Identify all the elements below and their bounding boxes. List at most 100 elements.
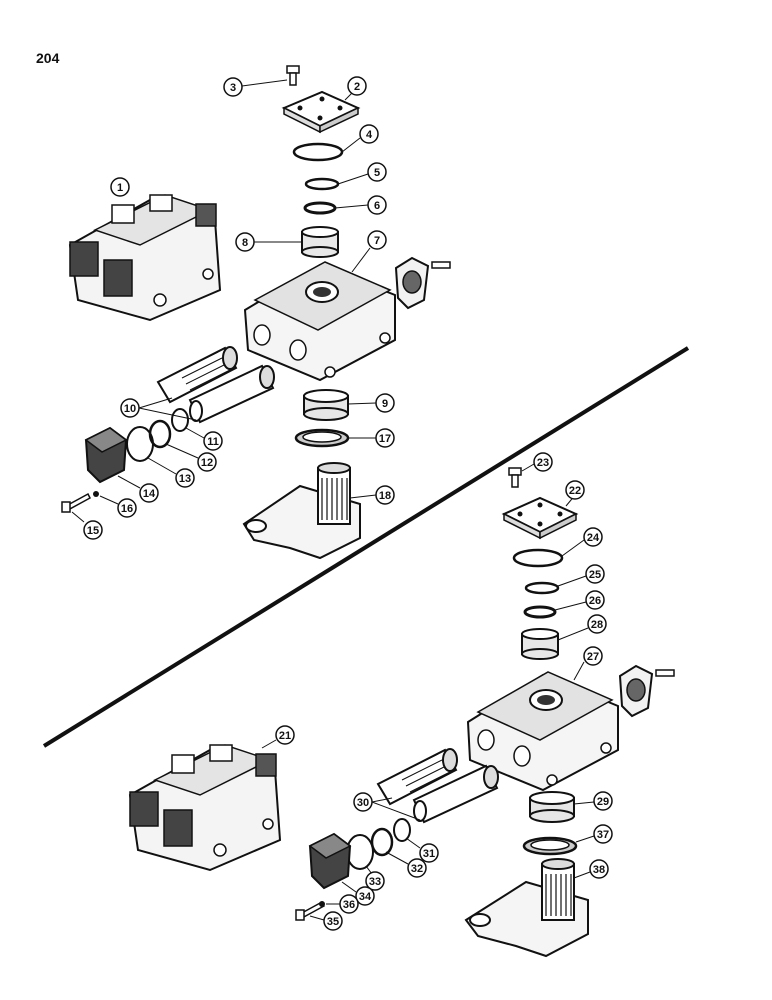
callout-34: 34 xyxy=(355,886,375,906)
spool-30-a xyxy=(376,748,458,806)
screw-15 xyxy=(61,492,91,513)
svg-text:1: 1 xyxy=(117,182,123,194)
cover-plate-22 xyxy=(501,496,579,540)
callout-1: 1 xyxy=(110,177,130,197)
svg-text:24: 24 xyxy=(587,532,600,544)
svg-text:30: 30 xyxy=(357,797,369,809)
valve-body-assembly-1 xyxy=(68,194,222,322)
svg-text:3: 3 xyxy=(230,82,236,94)
o-ring-13 xyxy=(126,426,154,462)
o-ring-11 xyxy=(171,408,189,432)
svg-text:4: 4 xyxy=(366,129,373,141)
end-cover-lower xyxy=(618,664,675,718)
callout-2: 2 xyxy=(347,76,367,96)
callout-9: 9 xyxy=(375,393,395,413)
callout-24: 24 xyxy=(583,527,603,547)
callout-35: 35 xyxy=(323,911,343,931)
svg-text:12: 12 xyxy=(201,457,213,469)
o-ring-4 xyxy=(292,142,344,162)
housing-27 xyxy=(466,671,619,792)
o-ring-33 xyxy=(346,834,374,870)
bushing-8 xyxy=(301,226,339,258)
callout-25: 25 xyxy=(585,564,605,584)
svg-text:8: 8 xyxy=(242,237,248,249)
callout-33: 33 xyxy=(365,871,385,891)
svg-text:21: 21 xyxy=(279,730,291,742)
callout-10: 10 xyxy=(120,398,140,418)
callout-7: 7 xyxy=(367,230,387,250)
callout-28: 28 xyxy=(587,614,607,634)
svg-text:18: 18 xyxy=(379,490,391,502)
svg-text:11: 11 xyxy=(207,436,219,448)
svg-text:26: 26 xyxy=(589,595,601,607)
svg-text:9: 9 xyxy=(382,398,388,410)
svg-text:13: 13 xyxy=(179,473,191,485)
callout-30: 30 xyxy=(353,792,373,812)
lock-washer-36 xyxy=(319,901,325,907)
callout-36: 36 xyxy=(339,894,359,914)
cap-screw-3 xyxy=(286,65,300,86)
callout-15: 15 xyxy=(83,520,103,540)
callout-11: 11 xyxy=(203,431,223,451)
callout-37: 37 xyxy=(593,824,613,844)
callout-18: 18 xyxy=(375,485,395,505)
svg-text:14: 14 xyxy=(143,488,156,500)
spool-10-a xyxy=(156,346,238,404)
svg-text:27: 27 xyxy=(587,651,599,663)
callout-13: 13 xyxy=(175,468,195,488)
svg-text:22: 22 xyxy=(569,485,581,497)
callout-5: 5 xyxy=(367,162,387,182)
ring-26 xyxy=(523,605,557,619)
svg-text:36: 36 xyxy=(343,899,355,911)
steering-arm-18 xyxy=(242,462,361,560)
svg-text:2: 2 xyxy=(354,81,360,93)
svg-text:34: 34 xyxy=(359,891,372,903)
callout-3: 3 xyxy=(223,77,243,97)
svg-text:7: 7 xyxy=(374,235,380,247)
svg-text:29: 29 xyxy=(597,796,609,808)
o-ring-31 xyxy=(393,818,411,842)
o-ring-32 xyxy=(370,827,394,857)
seal-37 xyxy=(522,836,578,856)
callout-12: 12 xyxy=(197,452,217,472)
ring-25 xyxy=(524,581,560,595)
callout-29: 29 xyxy=(593,791,613,811)
valve-body-assembly-21 xyxy=(128,744,282,872)
svg-text:37: 37 xyxy=(597,829,609,841)
cap-screw-23 xyxy=(508,467,522,488)
callout-17: 17 xyxy=(375,428,395,448)
svg-text:15: 15 xyxy=(87,525,99,537)
callout-38: 38 xyxy=(589,859,609,879)
bushing-28 xyxy=(521,628,559,660)
callout-31: 31 xyxy=(419,843,439,863)
callout-23: 23 xyxy=(533,452,553,472)
callout-27: 27 xyxy=(583,646,603,666)
ring-6 xyxy=(303,201,337,215)
cap-block-14 xyxy=(84,426,128,484)
svg-text:17: 17 xyxy=(379,433,391,445)
cover-plate-2 xyxy=(281,90,361,134)
separator-line xyxy=(42,346,690,748)
svg-text:38: 38 xyxy=(593,864,605,876)
svg-text:6: 6 xyxy=(374,200,380,212)
callout-6: 6 xyxy=(367,195,387,215)
seal-17 xyxy=(294,428,350,448)
callout-22: 22 xyxy=(565,480,585,500)
svg-text:28: 28 xyxy=(591,619,603,631)
svg-text:16: 16 xyxy=(121,503,133,515)
callout-8: 8 xyxy=(235,232,255,252)
svg-text:10: 10 xyxy=(124,403,136,415)
callout-layer: 1 2 3 4 5 6 7 8 9 10 11 12 13 14 15 16 1… xyxy=(83,76,613,931)
spool-10-b xyxy=(188,364,275,424)
o-ring-24 xyxy=(512,548,564,568)
svg-text:35: 35 xyxy=(327,916,339,928)
svg-text:31: 31 xyxy=(423,848,435,860)
lock-washer-16 xyxy=(93,491,99,497)
bushing-29 xyxy=(529,791,575,823)
bushing-9 xyxy=(303,389,349,421)
svg-text:33: 33 xyxy=(369,876,381,888)
callout-4: 4 xyxy=(359,124,379,144)
housing-7 xyxy=(243,261,396,382)
